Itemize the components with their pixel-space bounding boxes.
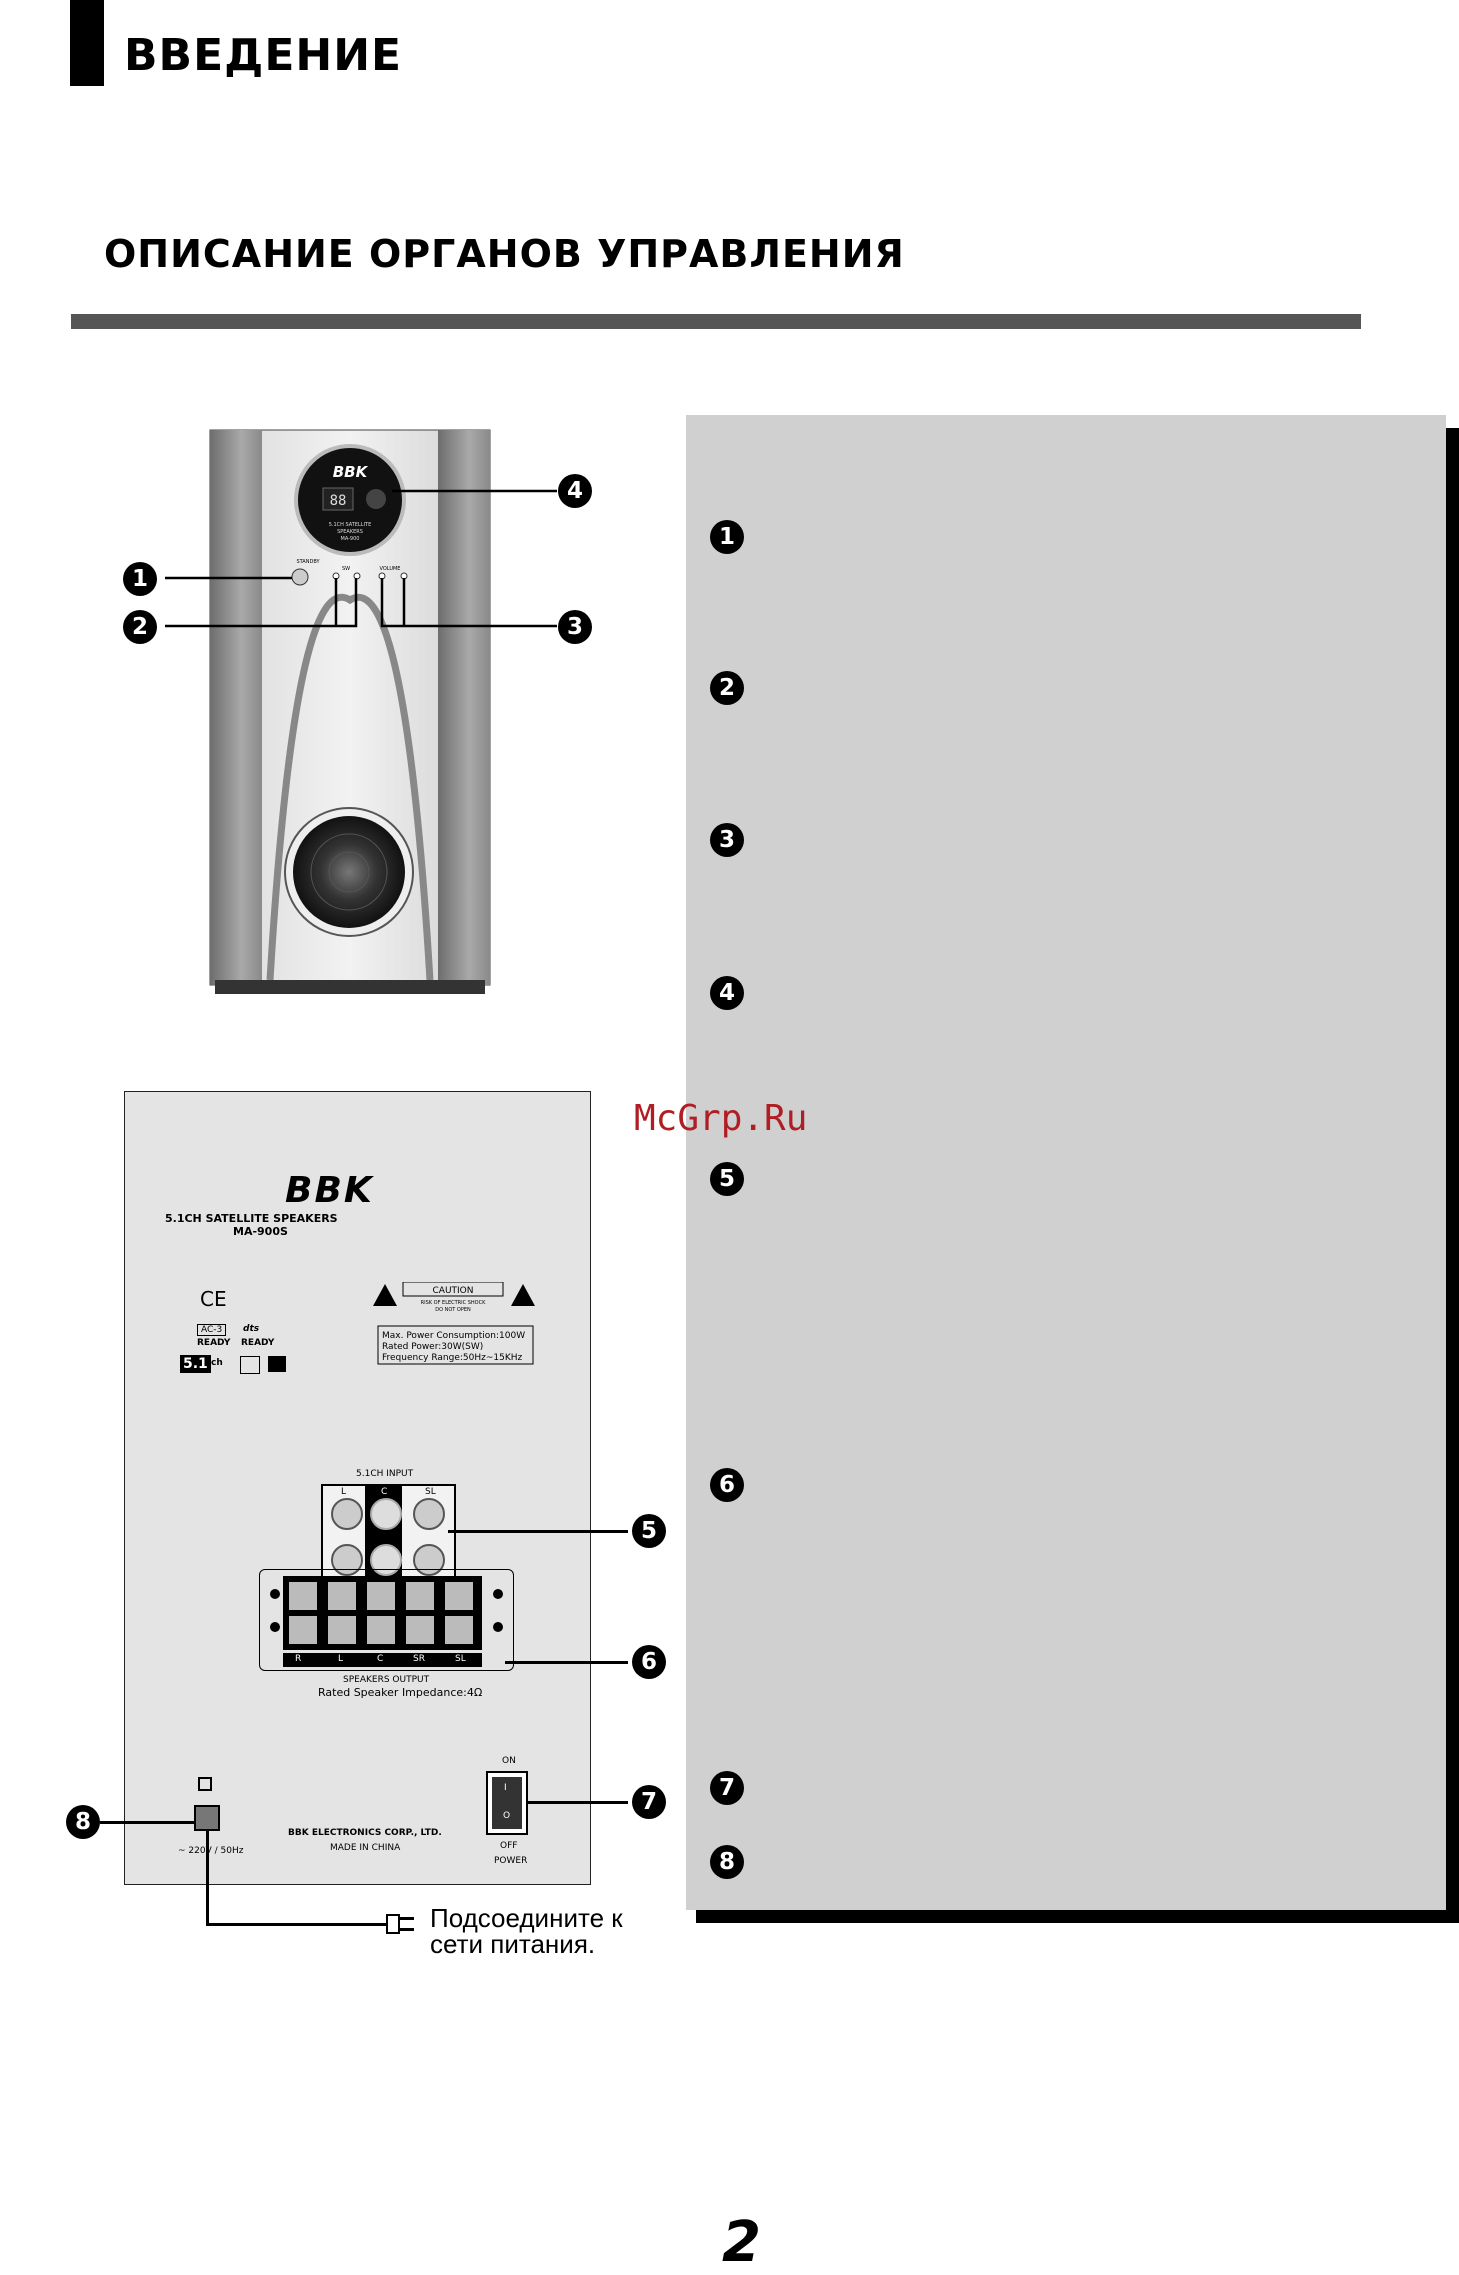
panel-marker-5: 5: [710, 1162, 744, 1196]
section-title: ОПИСАНИЕ ОРГАНОВ УПРАВЛЕНИЯ: [104, 232, 905, 276]
ac3-ready: READY: [197, 1338, 231, 1348]
panel-marker-4: 4: [710, 976, 744, 1010]
cert-icon-2: [268, 1356, 286, 1372]
rear-logo: BBK: [285, 1170, 374, 1211]
plus-terminal-right-icon: [493, 1589, 503, 1599]
output-label: SPEAKERS OUTPUT: [343, 1675, 430, 1685]
page-number: 2: [722, 2210, 761, 2275]
out-label-sl: SL: [455, 1654, 466, 1664]
minus-terminal-right-icon: [493, 1622, 503, 1632]
input-label: 5.1CH INPUT: [356, 1469, 414, 1479]
caution-line-2: DO NOT OPEN: [435, 1307, 471, 1313]
power-on-label: ON: [502, 1756, 516, 1766]
plug-pin-icon: [400, 1917, 414, 1920]
callout-line-6: [505, 1661, 628, 1664]
plus-terminal-left-icon: [270, 1589, 280, 1599]
panel-marker-1: 1: [710, 520, 744, 554]
jack-label-sl: SL: [425, 1487, 436, 1497]
rear-panel: BBK 5.1CH SATELLITE SPEAKERS MA-900S CE …: [124, 1091, 591, 1885]
out-label-r: R: [295, 1654, 302, 1664]
panel-marker-2: 2: [710, 671, 744, 705]
front-speaker-illustration: BBK 88 5.1CH SATELLITE SPEAKERS MA-900 S…: [165, 429, 557, 994]
rear-subtitle: 5.1CH SATELLITE SPEAKERS: [165, 1212, 338, 1225]
rear-callout-8: 8: [66, 1805, 100, 1839]
plug-icon: [386, 1914, 400, 1934]
callout-line-8: [100, 1821, 195, 1824]
spec-line-1: Max. Power Consumption:100W: [382, 1331, 525, 1341]
caution-title: CAUTION: [433, 1286, 474, 1296]
panel-marker-8: 8: [710, 1845, 744, 1879]
rear-callout-7: 7: [632, 1785, 666, 1819]
caution-block: CAUTION RISK OF ELECTRIC SHOCK DO NOT OP…: [373, 1282, 535, 1365]
watermark: McGrp.Ru: [634, 1098, 808, 1139]
front-callout-3: 3: [558, 610, 592, 644]
jack-label-l: L: [341, 1487, 347, 1497]
front-callout-4: 4: [558, 474, 592, 508]
speaker-terminal-block: [283, 1576, 482, 1650]
power-switch[interactable]: I O: [486, 1771, 528, 1835]
front-model-line-1: 5.1CH SATELLITE: [329, 522, 372, 528]
power-cord-line-horizontal: [206, 1923, 386, 1926]
callout-line-5: [448, 1530, 628, 1533]
made-in-label: MADE IN CHINA: [330, 1843, 401, 1853]
out-label-l: L: [338, 1654, 344, 1664]
front-logo: BBK: [333, 463, 369, 481]
voltage-label: ~ 220V / 50Hz: [178, 1846, 244, 1856]
power-off-label: OFF: [500, 1841, 518, 1851]
switch-i-label: I: [504, 1783, 507, 1793]
power-label: POWER: [494, 1856, 528, 1866]
spec-line-3: Frequency Range:50Hz~15KHz: [382, 1353, 523, 1363]
mode-label: SW: [342, 566, 350, 572]
front-callout-2: 2: [123, 610, 157, 644]
dts-ready: READY: [241, 1338, 275, 1348]
out-label-c: C: [377, 1654, 384, 1664]
front-model-line-2: SPEAKERS: [337, 529, 363, 535]
panel-marker-6: 6: [710, 1468, 744, 1502]
callout-line-7: [526, 1801, 628, 1804]
minus-terminal-left-icon: [270, 1622, 280, 1632]
ch-mark: ch: [211, 1358, 223, 1368]
ce-mark: CE: [200, 1287, 227, 1311]
cert-icon-1: [240, 1356, 260, 1374]
rear-callout-5: 5: [632, 1514, 666, 1548]
front-callout-1: 1: [123, 562, 157, 596]
volume-label: VOLUME: [380, 566, 401, 572]
description-panel: [686, 415, 1446, 1910]
caution-line-1: RISK OF ELECTRIC SHOCK: [421, 1300, 486, 1306]
output-channel-strip: R L C SR SL: [283, 1653, 482, 1667]
panel-marker-7: 7: [710, 1771, 744, 1805]
rear-callout-6: 6: [632, 1645, 666, 1679]
switch-o-label: O: [503, 1811, 511, 1821]
power-cord-socket: [194, 1805, 220, 1831]
power-cord-line-vertical: [206, 1830, 209, 1926]
dts-mark: dts: [243, 1324, 260, 1334]
plug-pin-icon: [400, 1928, 414, 1931]
section-divider: [71, 314, 1361, 329]
jack-label-c: C: [381, 1487, 388, 1497]
impedance-label: Rated Speaker Impedance:4Ω: [318, 1686, 483, 1699]
front-display: 88: [330, 493, 347, 509]
panel-marker-3: 3: [710, 823, 744, 857]
double-insulation-icon: [198, 1777, 212, 1791]
company-label: BBK ELECTRONICS CORP., LTD.: [288, 1828, 442, 1838]
plug-note-line-2: сети питания.: [430, 1929, 596, 1959]
page-header-title: ВВЕДЕНИЕ: [124, 30, 403, 81]
spec-line-2: Rated Power:30W(SW): [382, 1342, 483, 1352]
front-model-line-3: MA-900: [341, 536, 360, 542]
five-one-mark: 5.1: [180, 1355, 211, 1373]
plug-note-line-1: Подсоедините к: [430, 1903, 623, 1933]
speaker-output-frame: [259, 1569, 514, 1671]
out-label-sr: SR: [413, 1654, 425, 1664]
ac3-mark: AC-3: [197, 1324, 227, 1336]
standby-label: STANDBY: [296, 559, 320, 565]
rear-model: MA-900S: [233, 1225, 288, 1238]
header-bar: [70, 0, 104, 86]
plug-note: Подсоедините к сети питания.: [430, 1905, 623, 1957]
